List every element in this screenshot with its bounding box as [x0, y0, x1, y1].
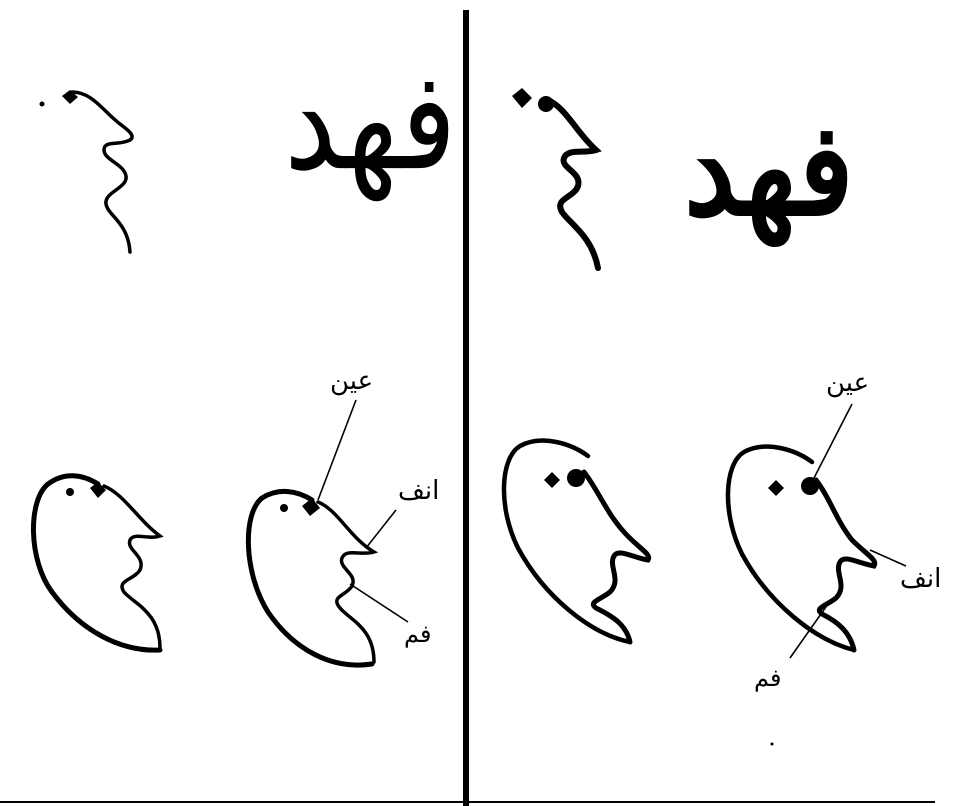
left-label-mouth: فم — [404, 622, 431, 646]
left-panel: فهد عين انف فم — [0, 0, 466, 806]
right-panel: فهد عين انف فم — [472, 0, 959, 806]
right-face-labeled — [728, 404, 906, 658]
bottom-rule — [0, 801, 935, 803]
right-label-eye: عين — [826, 370, 869, 396]
left-label-nose: انف — [398, 478, 439, 504]
right-face-plain — [504, 441, 649, 642]
panel-divider — [463, 10, 469, 806]
left-label-eye: عين — [330, 368, 373, 394]
left-face-labeled — [248, 400, 408, 665]
right-label-mouth: فم — [754, 666, 781, 690]
left-face-outlines — [0, 0, 466, 806]
left-face-plain — [33, 476, 160, 650]
right-face-outlines — [472, 0, 959, 806]
right-label-nose: انف — [900, 566, 941, 592]
